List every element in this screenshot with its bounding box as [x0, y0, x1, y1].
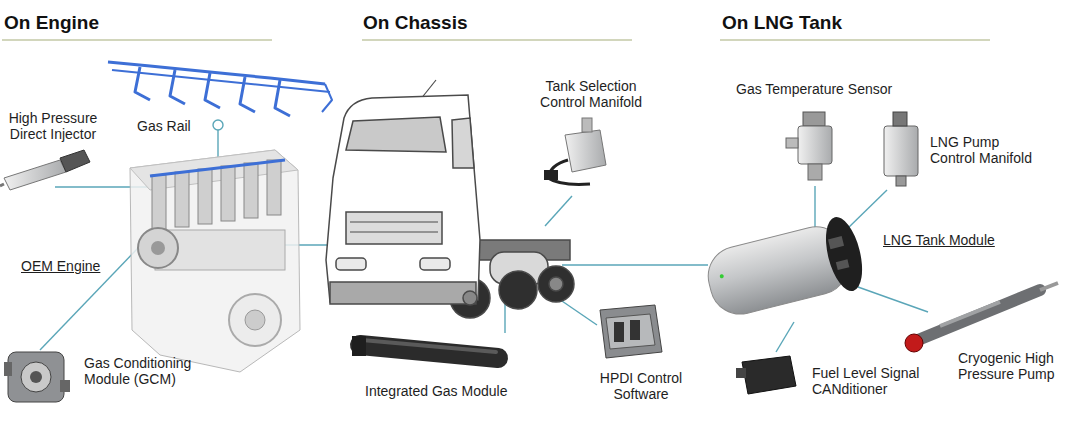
truck [326, 80, 574, 318]
engine [130, 150, 300, 372]
part-label: High Pressure Direct Injector [4, 110, 102, 142]
part-label: HPDI Control Software [585, 370, 697, 402]
part-label: LNG Tank Module [883, 232, 995, 248]
injector [0, 150, 90, 190]
part-label: Tank Selection Control Manifold [530, 78, 652, 110]
part-label: LNG Pump Control Manifold [930, 134, 1042, 166]
tank-selection-manifold [544, 118, 606, 184]
fuel-signal-box [736, 356, 796, 394]
gas-rail [108, 62, 332, 116]
section-rule [2, 39, 990, 40]
part-label: Fuel Level Signal CANditioner [812, 365, 937, 397]
control-unit [600, 305, 662, 358]
pump-control-manifold [884, 112, 918, 186]
gcm [4, 352, 70, 402]
lng-tank [701, 213, 869, 324]
integrated-gas-module [352, 336, 498, 358]
section-heading: On Chassis [363, 12, 468, 34]
part-label: OEM Engine [21, 258, 100, 274]
cryogenic-pump [905, 283, 1058, 352]
part-label: Cryogenic High Pressure Pump [958, 350, 1062, 382]
part-label: Gas Conditioning Module (GCM) [84, 355, 216, 387]
temperature-sensor [786, 112, 832, 180]
part-label: Integrated Gas Module [365, 383, 507, 399]
part-label: Gas Rail [137, 118, 191, 134]
section-heading: On LNG Tank [722, 12, 842, 34]
section-heading: On Engine [4, 12, 99, 34]
part-label: Gas Temperature Sensor [736, 81, 892, 97]
